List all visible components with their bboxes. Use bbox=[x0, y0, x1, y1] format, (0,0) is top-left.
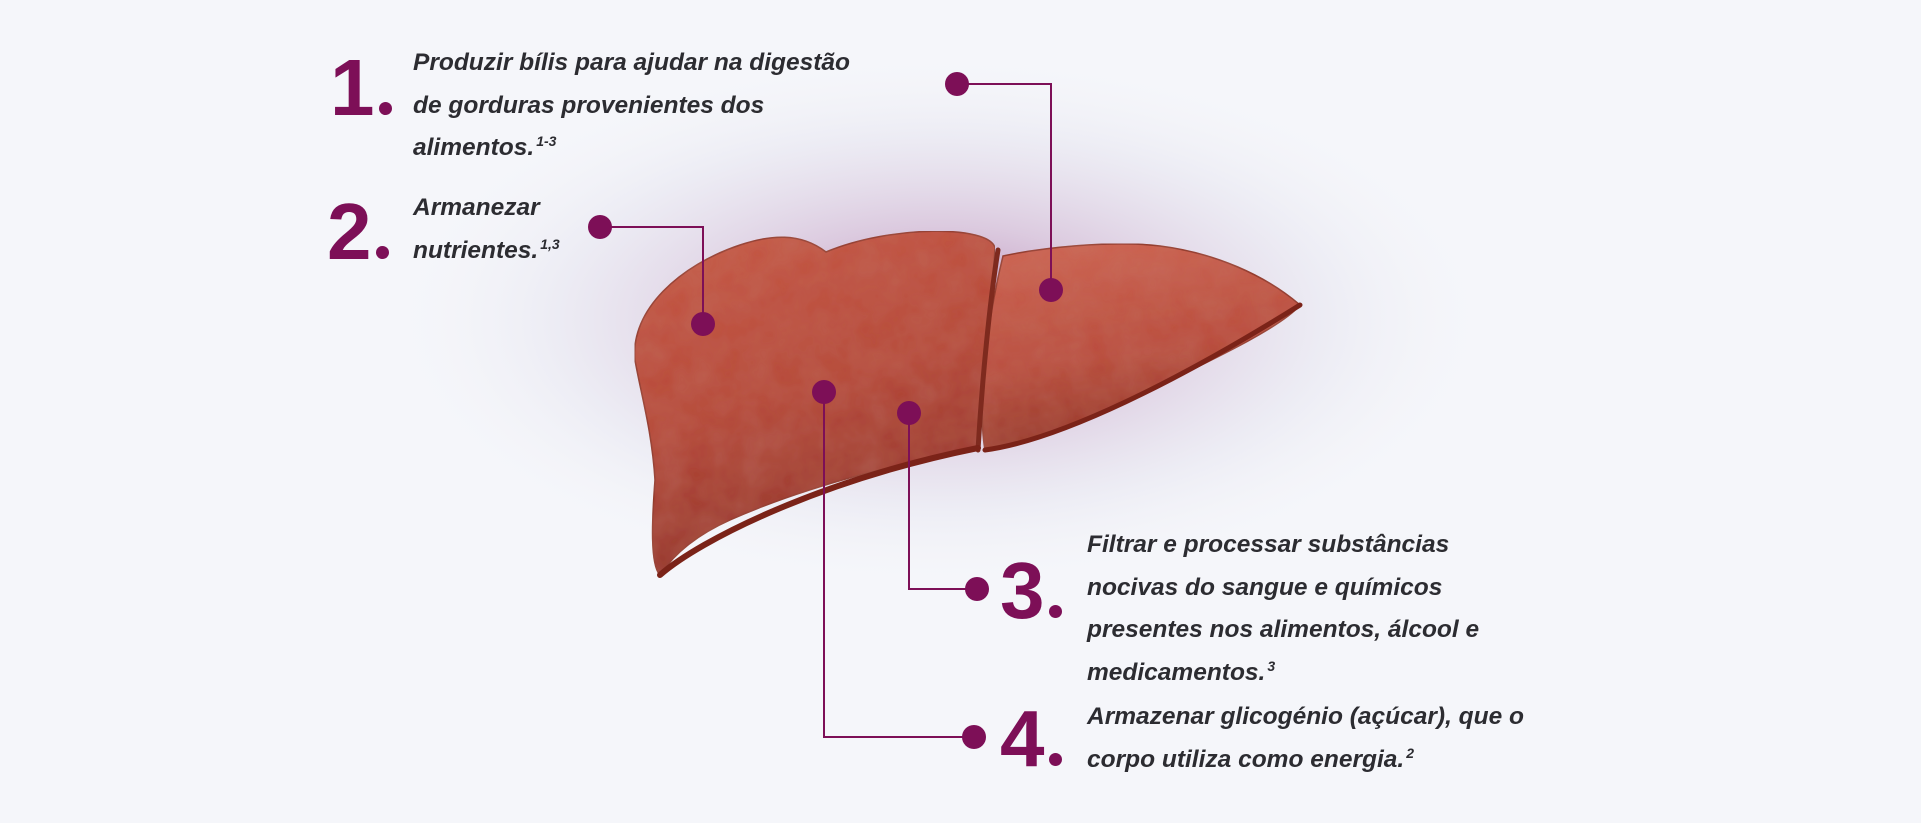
marker-dot-4a bbox=[812, 380, 836, 404]
item-4-number: 4 bbox=[1000, 699, 1062, 779]
item-4-reference: 2 bbox=[1406, 744, 1414, 761]
leader-line-3 bbox=[908, 413, 977, 590]
item-3-number: 3 bbox=[1000, 551, 1062, 631]
item-1-number-dot bbox=[378, 102, 392, 115]
liver-underside-shade bbox=[657, 445, 981, 578]
item-2-number-dot bbox=[375, 246, 389, 259]
item-3-number-text: 3 bbox=[1000, 546, 1044, 635]
item-3-line-3: presentes nos alimentos, álcool e bbox=[1087, 616, 1480, 643]
item-2-number: 2 bbox=[327, 192, 389, 272]
item-4-line-1: Armazenar glicogénio (açúcar), que o bbox=[1087, 703, 1525, 730]
item-1-reference: 1-3 bbox=[536, 133, 557, 149]
item-3-reference: 3 bbox=[1267, 657, 1276, 674]
marker-dot-4b bbox=[962, 725, 986, 749]
item-4-line-2-wrap: corpo utiliza como energia.2 bbox=[1087, 739, 1524, 782]
item-1-line-2: de gorduras provenientes dos bbox=[413, 91, 765, 119]
marker-dot-2a bbox=[588, 215, 612, 239]
item-3-line-4-wrap: medicamentos.3 bbox=[1087, 652, 1479, 695]
item-1-number-text: 1 bbox=[330, 43, 374, 132]
item-2-reference: 1,3 bbox=[540, 235, 560, 252]
item-3-text: Filtrar e processar substâncias nocivas … bbox=[1087, 524, 1479, 694]
marker-dot-3b bbox=[965, 577, 989, 601]
item-1-line-3: alimentos. bbox=[413, 134, 535, 161]
item-2-line-2: nutrientes. bbox=[413, 236, 539, 264]
item-1-line-3-wrap: alimentos.1-3 bbox=[413, 127, 850, 170]
item-4-text: Armazenar glicogénio (açúcar), que o cor… bbox=[1087, 696, 1524, 781]
liver-fissure bbox=[975, 247, 1001, 453]
item-3-line-4: medicamentos. bbox=[1087, 658, 1266, 686]
item-3-line-1: Filtrar e processar substâncias bbox=[1087, 531, 1450, 558]
item-4-number-text: 4 bbox=[1000, 694, 1044, 783]
leader-line-4 bbox=[823, 392, 974, 738]
item-1-number: 1 bbox=[330, 48, 392, 128]
marker-dots bbox=[588, 72, 1063, 749]
item-1-text: Produzir bílis para ajudar na digestão d… bbox=[413, 42, 850, 170]
item-2-line-1: Armanezar bbox=[413, 194, 540, 221]
marker-dot-2b bbox=[691, 312, 715, 336]
item-2-text: Armanezar nutrientes.1,3 bbox=[413, 187, 560, 272]
liver-left-underside-shade bbox=[982, 302, 1303, 453]
item-4-line-2: corpo utiliza como energia. bbox=[1087, 745, 1405, 773]
marker-dot-1b bbox=[1039, 278, 1063, 302]
leader-line-2 bbox=[600, 226, 704, 324]
item-3-number-dot bbox=[1048, 605, 1062, 618]
marker-dot-1a bbox=[945, 72, 969, 96]
item-3-line-2: nocivas do sangue e químicos bbox=[1087, 573, 1443, 601]
leader-line-1 bbox=[957, 83, 1052, 290]
leader-lines bbox=[600, 83, 1052, 738]
item-1-line-1: Produzir bílis para ajudar na digestão bbox=[413, 49, 851, 76]
marker-dot-3a bbox=[897, 401, 921, 425]
item-4-number-dot bbox=[1048, 753, 1062, 766]
item-2-number-text: 2 bbox=[327, 187, 371, 276]
item-2-line-2-wrap: nutrientes.1,3 bbox=[413, 230, 560, 273]
